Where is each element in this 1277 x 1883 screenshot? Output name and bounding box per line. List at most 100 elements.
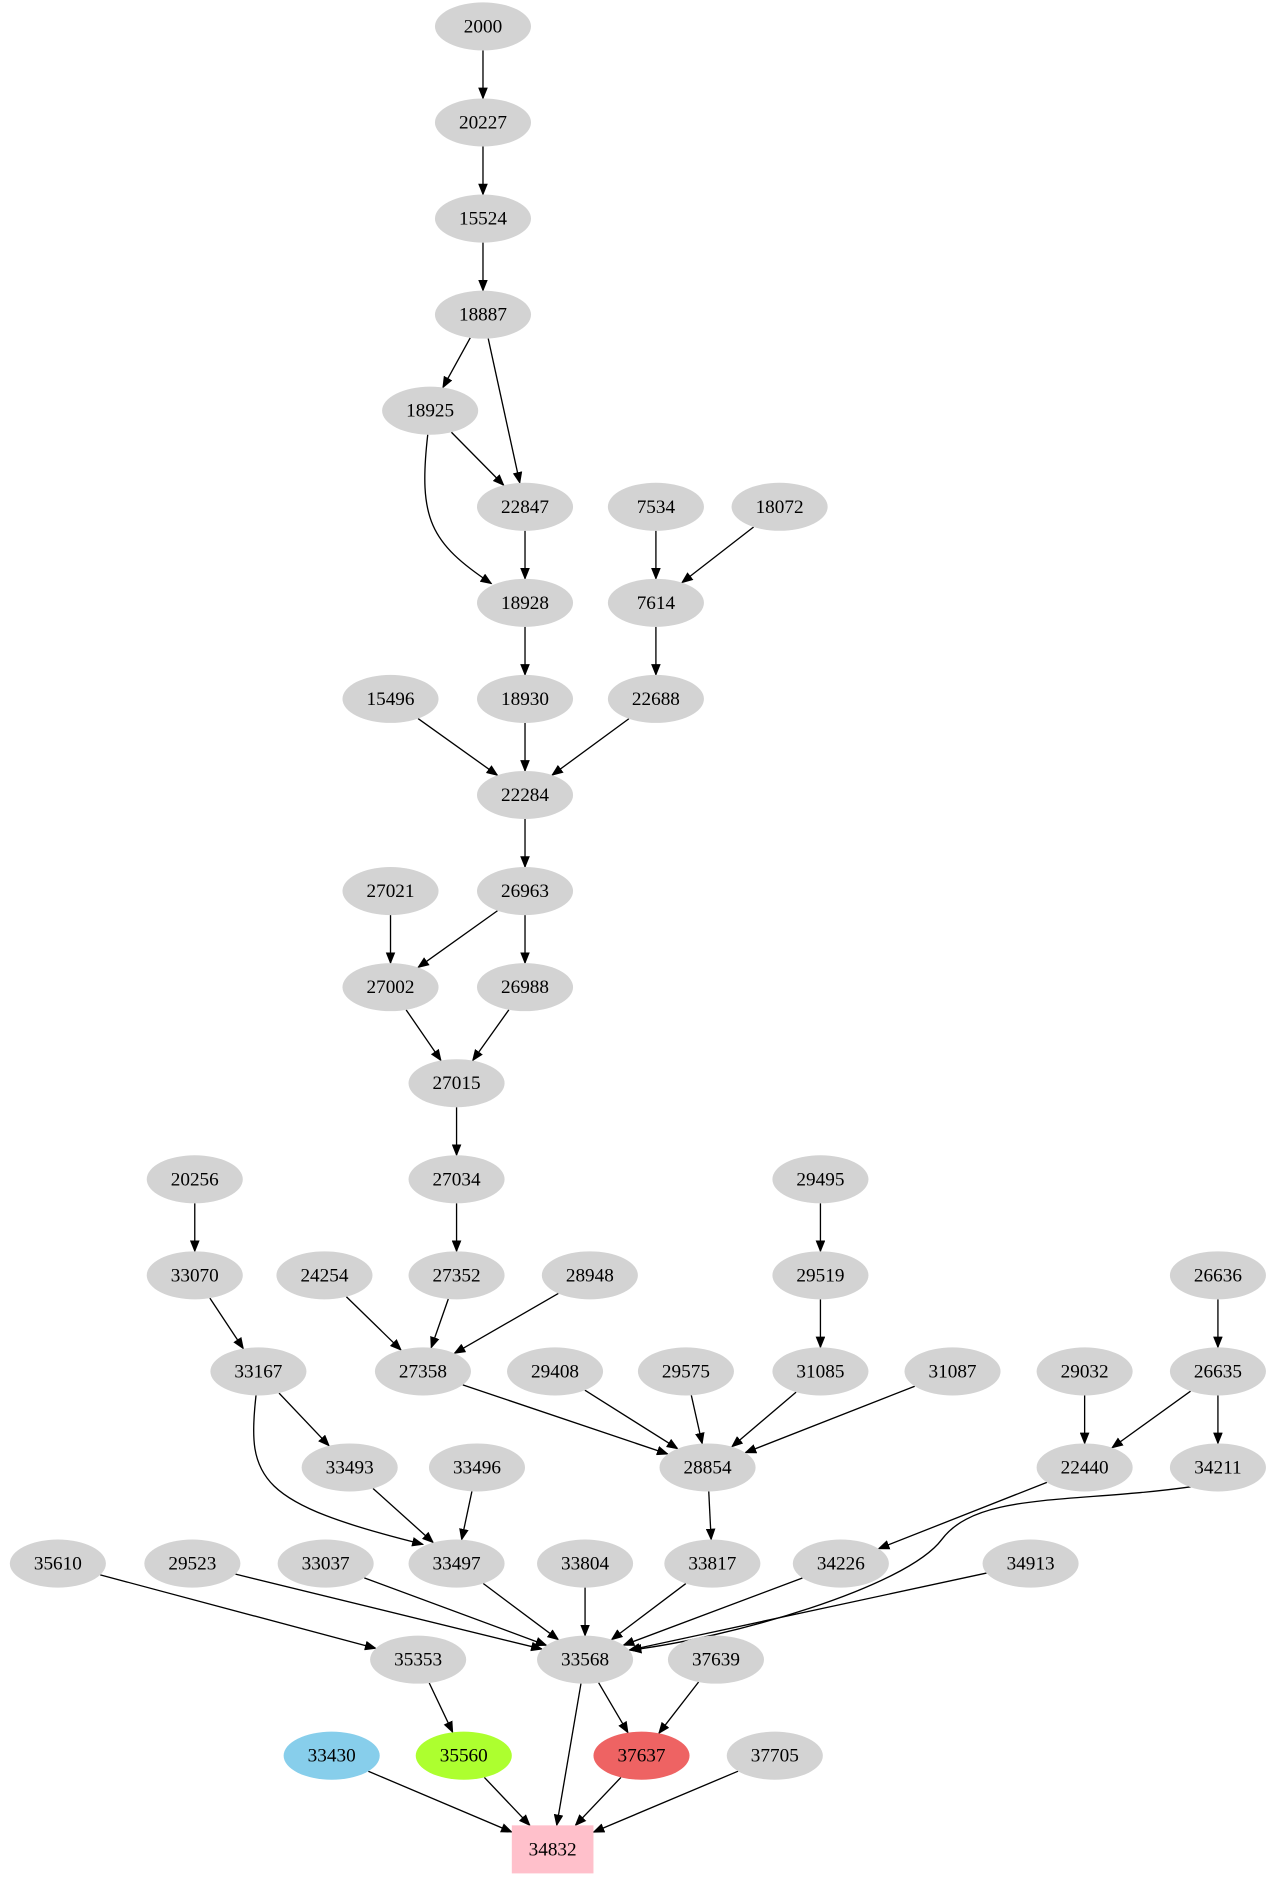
node-label: 26636 xyxy=(1194,1265,1242,1286)
node-ellipse-shape xyxy=(415,1731,512,1780)
node-27034[interactable]: 27034 xyxy=(408,1155,505,1204)
node-28854[interactable]: 28854 xyxy=(659,1443,756,1492)
node-ellipse-shape xyxy=(428,1443,526,1492)
node-ellipse-shape xyxy=(283,1731,380,1780)
node-37705[interactable]: 37705 xyxy=(726,1731,823,1780)
node-label: 33497 xyxy=(433,1554,481,1575)
node-label: 35560 xyxy=(440,1746,488,1767)
node-34226[interactable]: 34226 xyxy=(792,1539,889,1588)
node-ellipse-shape xyxy=(408,1539,505,1588)
node-label: 33430 xyxy=(308,1746,356,1767)
node-27352[interactable]: 27352 xyxy=(408,1251,505,1300)
node-33817[interactable]: 33817 xyxy=(664,1539,761,1588)
node-33493[interactable]: 33493 xyxy=(301,1443,398,1492)
node-34211[interactable]: 34211 xyxy=(1169,1443,1266,1492)
node-29408[interactable]: 29408 xyxy=(507,1347,604,1396)
node-ellipse-shape xyxy=(342,963,439,1012)
node-ellipse-shape xyxy=(792,1539,889,1588)
node-label: 34913 xyxy=(1007,1554,1055,1575)
node-24254[interactable]: 24254 xyxy=(276,1251,373,1300)
node-ellipse-shape xyxy=(1036,1443,1133,1492)
node-22688[interactable]: 22688 xyxy=(607,674,704,723)
edges-layer xyxy=(100,50,1223,1833)
node-29032[interactable]: 29032 xyxy=(1036,1347,1133,1396)
node-ellipse-shape xyxy=(1169,1251,1266,1300)
node-35353[interactable]: 35353 xyxy=(370,1635,467,1684)
node-33497[interactable]: 33497 xyxy=(408,1539,505,1588)
node-37637[interactable]: 37637 xyxy=(593,1731,690,1780)
node-34913[interactable]: 34913 xyxy=(982,1539,1079,1588)
node-ellipse-shape xyxy=(342,674,439,723)
node-ellipse-shape xyxy=(607,674,704,723)
node-ellipse-shape xyxy=(144,1539,241,1588)
node-33496[interactable]: 33496 xyxy=(428,1443,526,1492)
node-ellipse-shape xyxy=(408,1059,505,1108)
node-27015[interactable]: 27015 xyxy=(408,1059,505,1108)
node-31087[interactable]: 31087 xyxy=(904,1347,1001,1396)
node-28948[interactable]: 28948 xyxy=(541,1251,638,1300)
node-ellipse-shape xyxy=(982,1539,1079,1588)
node-2000[interactable]: 2000 xyxy=(434,2,532,51)
node-18928[interactable]: 18928 xyxy=(476,578,574,627)
node-33070[interactable]: 33070 xyxy=(146,1251,243,1300)
edge-28854-to-33817 xyxy=(705,1491,716,1541)
node-22440[interactable]: 22440 xyxy=(1036,1443,1133,1492)
node-29495[interactable]: 29495 xyxy=(772,1155,869,1204)
node-33167[interactable]: 33167 xyxy=(210,1347,307,1396)
node-34832[interactable]: 34832 xyxy=(511,1825,594,1874)
node-ellipse-shape xyxy=(607,578,704,627)
node-27021[interactable]: 27021 xyxy=(342,867,439,916)
node-ellipse-shape xyxy=(476,674,574,723)
node-label: 35610 xyxy=(34,1554,82,1575)
node-20227[interactable]: 20227 xyxy=(434,98,532,147)
node-20256[interactable]: 20256 xyxy=(146,1155,243,1204)
node-18072[interactable]: 18072 xyxy=(731,482,828,531)
node-18925[interactable]: 18925 xyxy=(382,386,479,435)
node-ellipse-shape xyxy=(277,1539,374,1588)
node-22284[interactable]: 22284 xyxy=(476,770,574,820)
node-22847[interactable]: 22847 xyxy=(476,482,574,531)
node-18887[interactable]: 18887 xyxy=(434,290,532,339)
node-label: 29032 xyxy=(1061,1361,1109,1382)
node-35560[interactable]: 35560 xyxy=(415,1731,512,1780)
node-ellipse-shape xyxy=(731,482,828,531)
node-27002[interactable]: 27002 xyxy=(342,963,439,1012)
node-15496[interactable]: 15496 xyxy=(342,674,439,723)
node-29523[interactable]: 29523 xyxy=(144,1539,241,1588)
node-18930[interactable]: 18930 xyxy=(476,674,574,723)
node-7614[interactable]: 7614 xyxy=(607,578,704,627)
node-ellipse-shape xyxy=(382,386,479,435)
node-26636[interactable]: 26636 xyxy=(1169,1251,1266,1300)
node-33430[interactable]: 33430 xyxy=(283,1731,380,1780)
node-33568[interactable]: 33568 xyxy=(537,1635,634,1684)
node-29575[interactable]: 29575 xyxy=(637,1347,734,1396)
node-26635[interactable]: 26635 xyxy=(1169,1347,1266,1396)
node-label: 29519 xyxy=(796,1265,844,1286)
node-27358[interactable]: 27358 xyxy=(374,1347,471,1396)
edge-34211-to-33568 xyxy=(629,1486,1192,1654)
node-31085[interactable]: 31085 xyxy=(772,1347,869,1396)
node-15524[interactable]: 15524 xyxy=(434,194,532,243)
edge-27352-to-27358 xyxy=(430,1298,449,1349)
node-26988[interactable]: 26988 xyxy=(476,963,574,1012)
node-ellipse-shape xyxy=(408,1155,505,1204)
node-label: 27352 xyxy=(433,1265,481,1286)
node-37639[interactable]: 37639 xyxy=(667,1635,764,1684)
edge-18925-to-22847 xyxy=(450,431,505,487)
node-33037[interactable]: 33037 xyxy=(277,1539,374,1588)
edge-22440-to-34226 xyxy=(877,1481,1048,1550)
node-29519[interactable]: 29519 xyxy=(772,1251,869,1300)
node-label: 33493 xyxy=(326,1457,374,1478)
node-26963[interactable]: 26963 xyxy=(476,867,574,916)
edge-15496-to-22284 xyxy=(417,718,499,777)
node-ellipse-shape xyxy=(772,1155,869,1204)
node-ellipse-shape xyxy=(434,194,532,243)
node-33804[interactable]: 33804 xyxy=(537,1539,634,1588)
edge-35560-to-34832 xyxy=(483,1776,531,1827)
node-ellipse-shape xyxy=(434,2,532,51)
edge-26635-to-22440 xyxy=(1111,1390,1191,1449)
node-label: 34226 xyxy=(817,1554,865,1575)
node-35610[interactable]: 35610 xyxy=(9,1539,106,1588)
node-7534[interactable]: 7534 xyxy=(607,482,704,531)
